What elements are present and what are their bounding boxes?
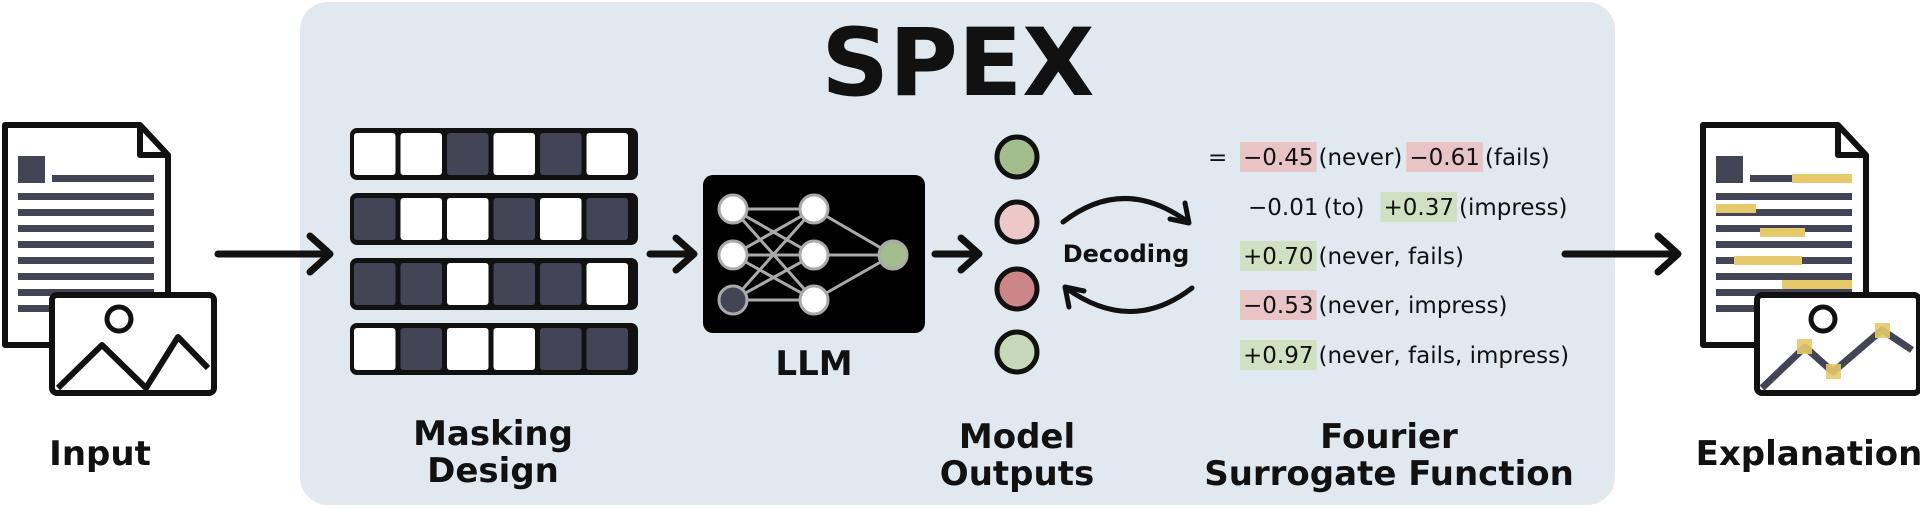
explanation-highlight (1716, 204, 1756, 213)
llm-input-node (717, 239, 749, 271)
arrow-llm-to-outputs (931, 234, 983, 274)
model-output-circle (994, 329, 1040, 375)
coefficient-highlight (1406, 142, 1483, 172)
fourier-term-line: +0.97(never, fails, impress) (1240, 340, 1569, 370)
mask-cell-unmasked (354, 328, 396, 370)
mask-cell-masked (493, 198, 535, 240)
mask-cell-masked (493, 263, 535, 305)
arrow-masking-to-llm (646, 234, 698, 274)
input-image-icon (49, 292, 217, 396)
decoding-label: Decoding (1063, 240, 1190, 268)
fourier-interaction-label: (never, fails) (1318, 244, 1463, 270)
model-label-line2: Outputs (940, 454, 1094, 494)
fourier-label-line2: Surrogate Function (1204, 454, 1574, 494)
fourier-coefficient: −0.61 (1409, 145, 1479, 171)
fourier-label-line1: Fourier (1320, 417, 1458, 457)
llm-hidden-node (798, 239, 830, 271)
fourier-coefficient: +0.37 (1384, 195, 1454, 221)
explanation-label: Explanation (1696, 434, 1920, 474)
input-label: Input (49, 434, 151, 474)
arrow-input-to-masking (214, 232, 334, 276)
model-output-circle (994, 199, 1040, 245)
mask-cell-masked (586, 198, 628, 240)
fourier-interaction-label: (never, impress) (1318, 293, 1507, 319)
model-label-line1: Model (959, 417, 1075, 457)
mask-cell-unmasked (354, 133, 396, 175)
explanation-image-highlight (1875, 323, 1890, 338)
llm-label: LLM (775, 344, 852, 384)
mask-cell-unmasked (586, 263, 628, 305)
mask-cell-masked (400, 328, 442, 370)
mask-row (350, 258, 638, 310)
fourier-interaction-label: (never, fails, impress) (1318, 343, 1569, 369)
llm-input-node (717, 284, 749, 316)
llm-input-node (717, 193, 749, 225)
explanation-highlight (1734, 256, 1802, 265)
explanation-image-icon (1754, 292, 1920, 396)
fourier-coefficient: −0.01 (1248, 195, 1318, 221)
mask-cell-masked (586, 328, 628, 370)
fourier-interaction-label: (never) (1318, 145, 1402, 171)
mask-cell-unmasked (400, 198, 442, 240)
mask-row (350, 128, 638, 180)
decoding-arrows (1060, 196, 1195, 314)
mask-cell-unmasked (447, 198, 489, 240)
coefficient-highlight (1240, 290, 1317, 320)
llm-output-node (877, 239, 909, 271)
mask-row (350, 193, 638, 245)
model-outputs (994, 134, 1040, 375)
fourier-interaction-label: (impress) (1459, 195, 1567, 221)
llm-network-icon (703, 175, 925, 333)
mask-cell-masked (540, 328, 582, 370)
mask-cell-masked (354, 198, 396, 240)
explanation-image-highlight (1797, 339, 1812, 354)
mask-cell-unmasked (540, 198, 582, 240)
mask-cell-masked (354, 263, 396, 305)
explanation-highlight (1760, 228, 1805, 237)
mask-cell-unmasked (447, 263, 489, 305)
fourier-coefficient: +0.97 (1243, 343, 1313, 369)
fourier-coefficient: +0.70 (1243, 244, 1313, 270)
fourier-term-line: +0.70(never, fails) (1240, 241, 1464, 271)
explanation-highlight (1792, 174, 1852, 183)
explanation-highlight (1782, 280, 1852, 289)
equals-sign: = (1208, 145, 1227, 171)
arrow-to-explanation (1561, 232, 1682, 276)
diagram-title: SPEX (821, 9, 1094, 118)
explanation-image-highlight (1826, 364, 1841, 379)
llm-hidden-node (798, 284, 830, 316)
fourier-interaction-label: (to) (1323, 195, 1364, 221)
mask-cell-unmasked (400, 133, 442, 175)
mask-cell-unmasked (447, 328, 489, 370)
fourier-coefficient: −0.45 (1243, 145, 1313, 171)
coefficient-highlight (1380, 192, 1458, 222)
masking-label-line2: Design (427, 451, 559, 491)
llm-hidden-node (798, 193, 830, 225)
coefficient-highlight (1240, 241, 1317, 271)
fourier-coefficient: −0.53 (1243, 293, 1313, 319)
mask-cell-masked (400, 263, 442, 305)
fourier-term-line: −0.01(to) +0.37(impress) (1248, 192, 1567, 222)
mask-cell-masked (447, 133, 489, 175)
fourier-terms: =−0.45(never)−0.61(fails)−0.01(to)+0.37(… (1208, 142, 1569, 370)
model-output-circle (994, 266, 1040, 312)
masking-design-grid (350, 128, 638, 375)
coefficient-highlight (1240, 340, 1317, 370)
mask-cell-unmasked (493, 328, 535, 370)
fourier-interaction-label: (fails) (1485, 145, 1550, 171)
mask-cell-masked (540, 263, 582, 305)
fourier-term-line: −0.53(never, impress) (1240, 290, 1507, 320)
fourier-term-line: −0.45(never) −0.61(fails) (1240, 142, 1550, 172)
mask-cell-unmasked (586, 133, 628, 175)
coefficient-highlight (1240, 142, 1317, 172)
mask-cell-masked (540, 133, 582, 175)
mask-row (350, 323, 638, 375)
model-output-circle (994, 134, 1040, 180)
mask-cell-unmasked (493, 133, 535, 175)
masking-label-line1: Masking (413, 414, 573, 454)
